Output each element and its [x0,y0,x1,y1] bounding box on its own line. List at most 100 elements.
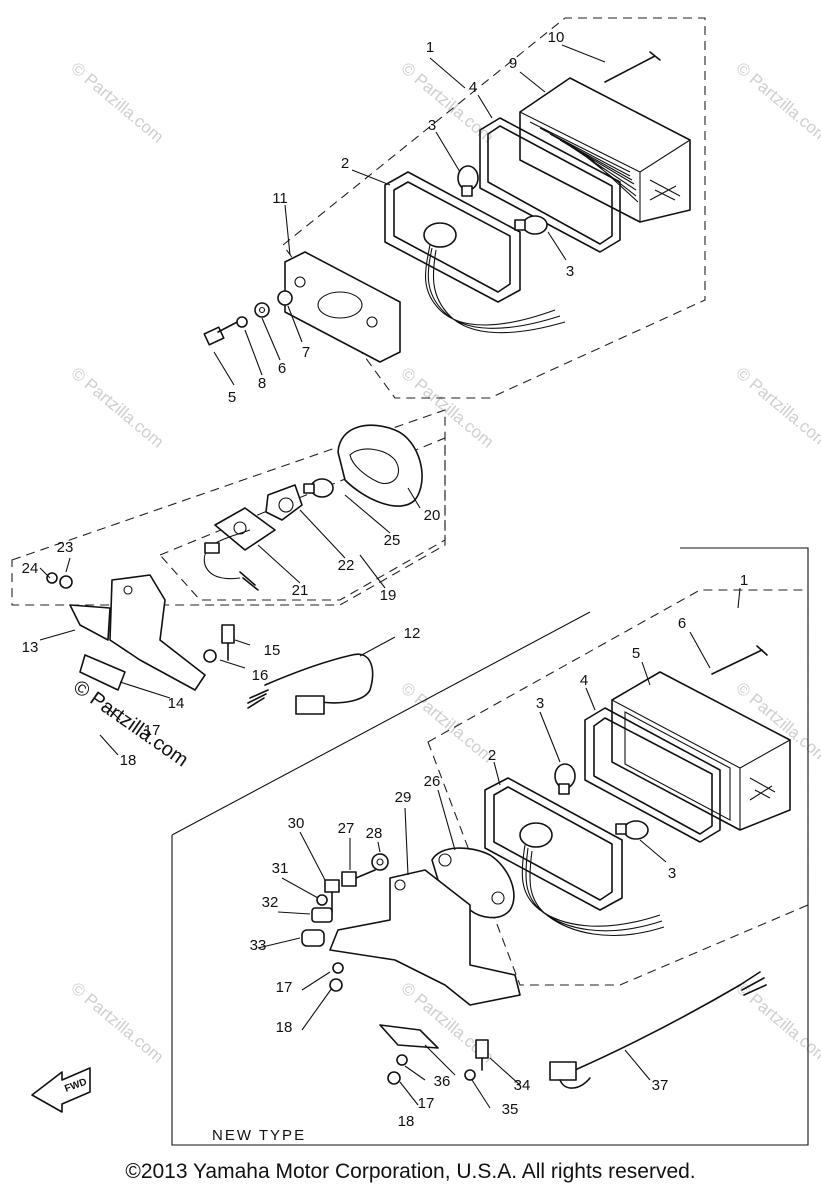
callout-5: 5 [632,645,640,662]
watermark: © Partzilla.com [67,979,167,1067]
washer-part [46,572,58,584]
callout-17: 17 [144,722,161,739]
callout-32: 32 [262,894,279,911]
callout-18: 18 [120,752,137,769]
callout-12: 12 [404,625,421,642]
bulb-part [615,820,649,840]
nut-part [464,1069,476,1081]
mount-bracket-part [69,574,206,691]
callout-3: 3 [566,263,574,280]
callout-4: 4 [580,672,588,689]
mount-bracket-part [329,869,521,1006]
base-part [384,171,521,303]
callout-3: 3 [536,695,544,712]
leader-lines [257,587,741,1109]
callout-7: 5 [228,389,236,406]
top-assembly: 1 10 9 4 3 2 3 11 5 8 6 7 [203,17,706,406]
callout-9: 7 [302,344,310,361]
wire-harness [424,244,566,334]
lens-part [611,671,791,831]
callout-16: 16 [252,667,269,684]
callout-23: 23 [57,539,74,556]
assembly-outline [427,589,809,986]
callout-21: 21 [292,582,309,599]
grommet-part [204,542,220,554]
callout-4: 4 [469,79,477,96]
spacer-part [311,907,333,923]
watermark: © Partzilla.com [67,364,167,452]
grommet-part [301,929,325,947]
assembly-frame [171,547,809,1146]
bottom-assembly: 1 6 5 4 3 2 3 26 29 28 27 30 31 32 33 17… [171,547,809,1146]
wire-harness [203,529,251,580]
callout-20: 20 [424,507,441,524]
callout-35: 35 [502,1101,519,1118]
plate-part [284,251,401,363]
callout-27: 27 [338,820,355,837]
callout-26: 26 [424,773,441,790]
callout-31: 31 [272,860,289,877]
callout-1: 1 [740,572,748,589]
reflector-part [379,1024,439,1049]
fwd-arrow-icon: FWD [31,1067,91,1113]
housing-part [337,424,423,507]
callout-6: 6 [678,615,686,632]
gasket-part [479,117,621,253]
socket-part [519,822,553,848]
watermark: © Partzilla.com [732,364,821,452]
callout-5: 9 [509,55,517,72]
leader-lines [39,487,421,756]
watermark: © Partzilla.com [397,679,497,767]
bulb-part [303,478,334,498]
nut-part [329,978,343,992]
callout-33: 33 [250,937,267,954]
callout-13: 13 [22,639,39,656]
washer-part [332,962,344,974]
new-type-label: NEW TYPE [212,1127,306,1144]
bulb-part [514,215,548,235]
callout-24: 24 [22,560,39,577]
callout-3: 3 [668,865,676,882]
callout-18: 18 [276,1019,293,1036]
bolt-part [475,1039,489,1071]
lens-part [519,77,691,223]
bulb-part [457,165,479,197]
callout-14: 14 [168,695,185,712]
connector-part [239,571,259,591]
assembly-outline [282,17,706,399]
nut-part [203,649,217,663]
nut-part [387,1071,401,1085]
washer-part [254,302,270,318]
callout-2: 2 [341,155,349,172]
watermark: © Partzilla.com [67,59,167,147]
bulb-part [554,763,576,795]
base-part [484,777,623,911]
washer-part [371,853,389,871]
copyright-footer: ©2013 Yamaha Motor Corporation, U.S.A. A… [125,1160,696,1183]
washer-part [316,894,328,906]
callout-1: 1 [426,39,434,56]
callout-18: 18 [398,1113,415,1130]
callout-17: 17 [418,1095,435,1112]
callout-17: 17 [276,979,293,996]
cable-part [549,971,767,1089]
callout-19: 19 [380,587,397,604]
callout-22: 22 [338,557,355,574]
callout-36: 36 [434,1073,451,1090]
wire-harness [521,844,665,937]
screw-part [711,645,768,675]
callout-30: 30 [288,815,305,832]
bolt-part [341,869,376,887]
reflector-part [79,654,126,691]
bolt-part [324,879,340,913]
callout-34: 34 [514,1077,531,1094]
callout-6: 10 [548,29,565,46]
callout-25: 25 [384,532,401,549]
bracket-part [214,507,276,551]
callout-11: 11 [272,190,288,207]
grommet-part [277,290,293,306]
callout-28: 28 [366,825,383,842]
nut-part [59,575,73,589]
callout-3: 3 [428,117,436,134]
